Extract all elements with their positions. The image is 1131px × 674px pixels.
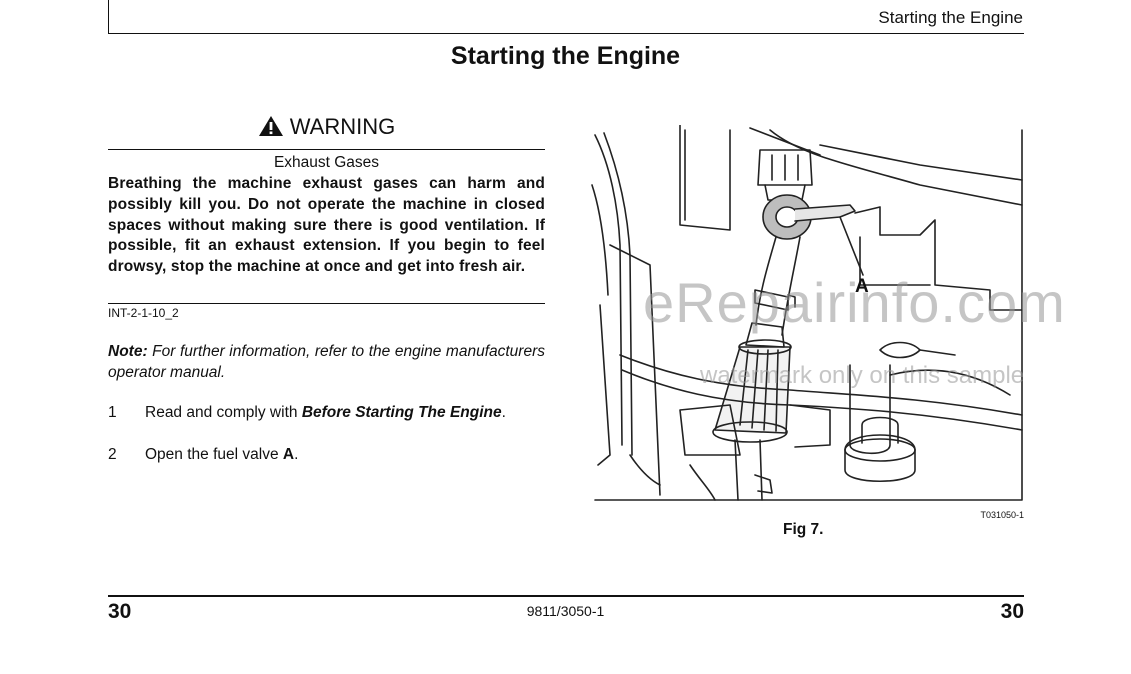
warning-label: WARNING	[289, 114, 396, 139]
warning-triangle-icon	[258, 115, 284, 143]
running-header: Starting the Engine	[878, 8, 1023, 27]
step-1: 1 Read and comply with Before Starting Th…	[108, 404, 506, 421]
step-text: Open the fuel valve	[145, 446, 283, 463]
figure-caption: Fig 7.	[783, 521, 824, 538]
top-left-rule	[108, 0, 109, 34]
step-emphasis: Before Starting The Engine	[301, 404, 502, 421]
step-emphasis: A	[282, 446, 295, 463]
page-number-right: 30	[1000, 600, 1024, 623]
step-text: Read and comply with	[145, 404, 302, 421]
warning-bottom-rule	[108, 303, 545, 304]
note-label: Note:	[108, 343, 148, 360]
note: Note: For further information, refer to …	[108, 341, 545, 383]
warning-reference: INT-2-1-10_2	[108, 306, 179, 320]
step-number: 1	[108, 404, 117, 421]
warning-subheading: Exhaust Gases	[273, 154, 380, 171]
warning-body: Breathing the machine exhaust gases can …	[108, 175, 545, 276]
page-title: Starting the Engine	[450, 42, 681, 70]
warning-heading: WARNING	[108, 114, 545, 143]
header-rule	[108, 33, 1024, 34]
note-text: For further information, refer to the en…	[108, 343, 545, 381]
figure-callout-a: A	[855, 276, 869, 297]
step-number: 2	[108, 446, 117, 463]
footer-rule	[108, 595, 1024, 597]
watermark-sub: watermark only on this sample	[700, 362, 1025, 389]
figure-code: T031050-1	[980, 510, 1024, 520]
page-number-left: 30	[108, 600, 132, 623]
engine-fuel-valve-figure	[590, 124, 1025, 510]
document-number: 9811/3050-1	[526, 603, 605, 619]
watermark-main: eRepairinfo.com	[643, 271, 1066, 334]
warning-top-rule	[108, 149, 545, 150]
